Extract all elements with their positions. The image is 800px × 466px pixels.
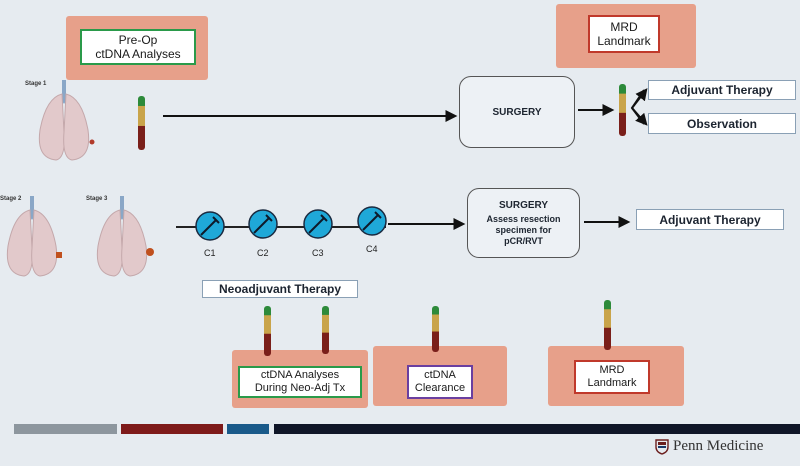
syringe-icon <box>357 206 387 236</box>
ctdna-during-neoadj-box: ctDNA Analyses During Neo-Adj Tx <box>238 366 362 398</box>
penn-medicine-text: Penn Medicine <box>673 438 764 454</box>
blood-tube-icon <box>604 300 611 350</box>
adjuvant-therapy-top-pill: Adjuvant Therapy <box>648 80 796 100</box>
cycle-label-c3: C3 <box>312 248 324 258</box>
surgery-bottom-line3: pCR/RVT <box>504 235 543 246</box>
surgery-bottom-box: SURGERY Assess resection specimen for pC… <box>467 188 580 258</box>
penn-medicine-logo: Penn Medicine <box>655 438 763 455</box>
footer-bar-blue <box>227 424 269 434</box>
blood-tube-icon <box>264 306 271 356</box>
cycle-label-c2: C2 <box>257 248 269 258</box>
blood-tube-icon <box>432 306 439 352</box>
stage2-label: Stage 2 <box>0 196 22 202</box>
stage3-label: Stage 3 <box>86 196 108 202</box>
surgery-bottom-title: SURGERY <box>498 199 549 211</box>
syringe-icon <box>195 211 225 241</box>
cycle-label-c4: C4 <box>366 244 378 254</box>
lung-stage1-icon <box>38 80 95 161</box>
blood-tube-icon <box>322 306 329 354</box>
lung-stage3-icon <box>96 196 154 277</box>
ctdna-clearance-panel: ctDNA Clearance <box>373 346 507 406</box>
mrd-landmark-top-box: MRD Landmark <box>588 15 660 53</box>
neoadjuvant-therapy-pill: Neoadjuvant Therapy <box>202 280 358 298</box>
ctdna-during-panel: ctDNA Analyses During Neo-Adj Tx <box>232 350 368 408</box>
surgery-bottom-line2: specimen for <box>495 224 552 235</box>
blood-tube-icon <box>619 84 626 136</box>
syringe-icon <box>303 209 333 239</box>
surgery-bottom-line1: Assess resection <box>486 213 561 224</box>
mrd-top-panel: MRD Landmark <box>556 4 696 68</box>
preop-panel: Pre-Op ctDNA Analyses <box>66 16 208 80</box>
footer-bar-navy <box>274 424 800 434</box>
footer-bar-gray <box>14 424 117 434</box>
stage1-label: Stage 1 <box>25 81 47 87</box>
lung-stage2-icon <box>6 196 62 277</box>
mrd-landmark-bottom-box: MRD Landmark <box>574 360 650 394</box>
syringe-icon <box>248 209 278 239</box>
observation-pill: Observation <box>648 113 796 134</box>
preop-ctdna-box: Pre-Op ctDNA Analyses <box>80 29 196 65</box>
penn-shield-icon <box>655 438 669 455</box>
adjuvant-therapy-bottom-pill: Adjuvant Therapy <box>636 209 784 230</box>
branch-arrow-lower <box>631 107 648 126</box>
cycle-label-c1: C1 <box>204 248 216 258</box>
surgery-top-label: SURGERY <box>492 106 542 118</box>
footer-bar-red <box>121 424 223 434</box>
branch-arrow-upper <box>631 88 648 109</box>
surgery-top-box: SURGERY <box>459 76 575 148</box>
blood-tube-icon <box>138 96 145 150</box>
mrd-bottom-panel: MRD Landmark <box>548 346 684 406</box>
ctdna-clearance-box: ctDNA Clearance <box>407 365 473 399</box>
